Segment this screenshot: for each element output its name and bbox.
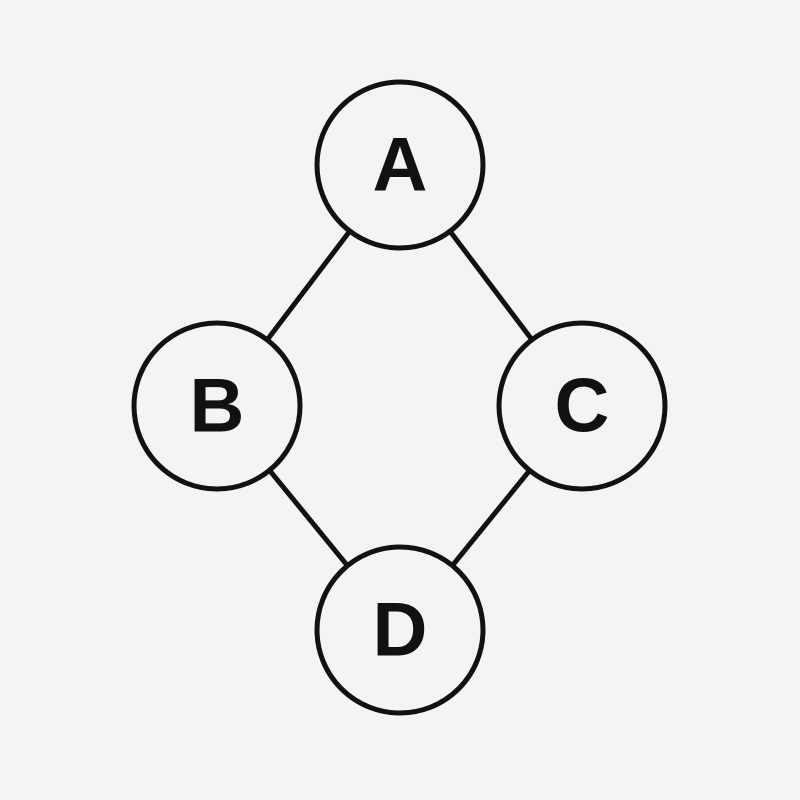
node-d: D: [314, 544, 486, 716]
node-circle: [131, 320, 303, 492]
node-label: A: [373, 123, 428, 208]
node-a: A: [314, 79, 486, 251]
node-label: D: [373, 588, 428, 673]
node-circle: [496, 320, 668, 492]
node-label: C: [555, 364, 610, 449]
node-label: B: [190, 364, 245, 449]
node-b: B: [131, 320, 303, 492]
node-circle: [314, 544, 486, 716]
node-circle: [314, 79, 486, 251]
nodes-layer: A B C D: [131, 79, 668, 716]
node-c: C: [496, 320, 668, 492]
